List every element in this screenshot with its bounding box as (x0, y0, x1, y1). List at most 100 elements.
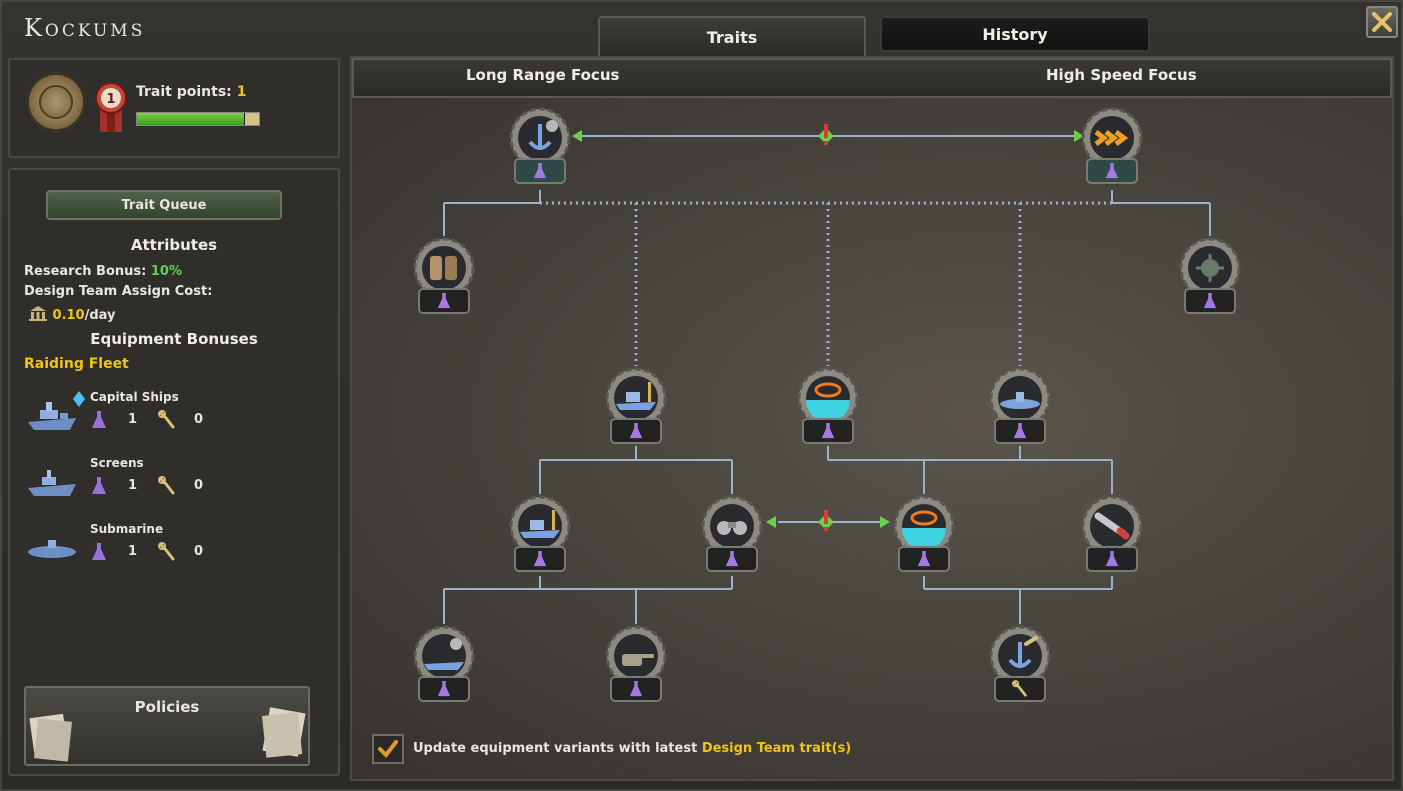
trait-cost-box (1184, 288, 1236, 314)
research-flask-icon (917, 551, 931, 567)
research-flask-icon (1105, 163, 1119, 179)
trait-points-label: Trait points: 1 (136, 84, 247, 100)
trait-node-anchor-wrench[interactable] (988, 624, 1052, 708)
research-bonus-line: Research Bonus: 10% (24, 264, 182, 279)
trait-queue-button[interactable]: Trait Queue (46, 190, 282, 220)
trait-node-binoculars[interactable] (700, 494, 764, 578)
trait-cost-box (994, 418, 1046, 444)
trait-node-ship-gears[interactable] (412, 624, 476, 708)
trait-node-submarine[interactable] (988, 366, 1052, 450)
update-variants-checkbox[interactable] (372, 734, 404, 764)
assign-cost-value: 0.10 (52, 308, 85, 323)
waterline-icon (893, 495, 955, 557)
fuel-barrels-icon (413, 237, 475, 299)
attributes-panel: Trait Queue Attributes Research Bonus: 1… (8, 168, 340, 776)
anchor-wrench-icon (989, 625, 1051, 687)
torpedo-icon (1081, 495, 1143, 557)
research-flask-icon (821, 423, 835, 439)
focus-bar: Long Range Focus High Speed Focus (352, 58, 1392, 98)
trait-cost-box (610, 676, 662, 702)
research-flask-icon (92, 477, 106, 494)
design-team-header-panel: 1 Trait points: 1 (8, 58, 340, 158)
ship-row-submarine: Submarine 1 0 (26, 520, 316, 576)
ship-name: Capital Ships (90, 390, 179, 404)
fleet-name: Raiding Fleet (24, 356, 129, 372)
trait-cost-box (418, 288, 470, 314)
design-team-trait-link: Design Team trait(s) (701, 741, 852, 756)
speed-chevrons-icon (1081, 107, 1143, 169)
research-flask-icon (1105, 551, 1119, 567)
screen-ship-icon (28, 470, 76, 496)
research-flask-icon (533, 163, 547, 179)
research-flask-icon (437, 293, 451, 309)
ship-research-value: 1 (128, 412, 138, 427)
research-flask-icon (1203, 293, 1217, 309)
trait-node-mine[interactable] (1178, 236, 1242, 320)
research-flask-icon (1013, 423, 1027, 439)
assign-cost-line: 0.10/day (28, 304, 116, 323)
trait-cost-box (898, 546, 950, 572)
research-flask-icon (629, 423, 643, 439)
policies-label: Policies (134, 698, 200, 716)
trait-cost-box (418, 676, 470, 702)
ship-research-value: 1 (128, 478, 138, 493)
ship-row-capital: Capital Ships 1 0 (26, 388, 316, 444)
political-power-icon (29, 306, 47, 321)
papers-icon (29, 713, 72, 762)
trait-node-long-range[interactable] (508, 106, 572, 190)
research-flask-icon (92, 411, 106, 428)
capital-ship-icon (28, 402, 76, 430)
tab-traits[interactable]: Traits (598, 16, 866, 56)
trait-cost-box (1086, 546, 1138, 572)
close-button[interactable] (1366, 6, 1398, 38)
ship-production-value: 0 (194, 478, 204, 493)
trait-node-high-speed[interactable] (1080, 106, 1144, 190)
wrench-icon (1012, 680, 1027, 697)
submarine-icon (989, 367, 1051, 429)
waterline-icon (797, 367, 859, 429)
trait-cost-box (514, 158, 566, 184)
ship-production-value: 0 (194, 412, 204, 427)
trait-node-water-line-2[interactable] (892, 494, 956, 578)
badge-number: 1 (106, 92, 115, 107)
trait-node-capital-ship[interactable] (604, 366, 668, 450)
capital-ship-icon (605, 367, 667, 429)
company-emblem-icon (26, 72, 86, 132)
trait-node-fuel-barrels[interactable] (412, 236, 476, 320)
trait-progress-bar (136, 112, 260, 126)
research-flask-icon (92, 543, 106, 560)
wrench-icon (158, 410, 175, 429)
ship-production-value: 0 (194, 544, 204, 559)
trait-points-value: 1 (236, 84, 247, 100)
focus-left-label: Long Range Focus (466, 66, 620, 84)
update-variants-label: Update equipment variants with latest De… (413, 741, 852, 756)
research-flask-icon (533, 551, 547, 567)
trait-node-capital-ship-2[interactable] (508, 494, 572, 578)
submarine-icon (28, 540, 76, 558)
checkmark-icon (378, 740, 398, 759)
gun-turret-icon (605, 625, 667, 687)
trait-cost-box (802, 418, 854, 444)
trait-tree-area (350, 56, 1394, 781)
focus-right-label: High Speed Focus (1046, 66, 1197, 84)
assign-cost-label: Design Team Assign Cost: (24, 284, 213, 299)
ship-name: Submarine (90, 522, 164, 536)
capital-ship-icon (509, 495, 571, 557)
research-flask-icon (437, 681, 451, 697)
close-icon (1372, 12, 1392, 32)
policies-button[interactable]: Policies (24, 686, 310, 766)
anchor-gears-icon (509, 107, 571, 169)
trait-node-torpedo[interactable] (1080, 494, 1144, 578)
research-flask-icon (629, 681, 643, 697)
trait-cost-box (994, 676, 1046, 702)
attributes-heading: Attributes (130, 236, 218, 254)
ship-row-screens: Screens 1 0 (26, 454, 316, 510)
trait-cost-box (610, 418, 662, 444)
research-bonus-value: 10% (150, 264, 182, 279)
trait-node-water-line[interactable] (796, 366, 860, 450)
diamond-icon (73, 391, 85, 407)
trait-node-gun-turret[interactable] (604, 624, 668, 708)
papers-stack-icon (262, 707, 306, 758)
ship-research-value: 1 (128, 544, 138, 559)
tab-history[interactable]: History (880, 16, 1150, 52)
